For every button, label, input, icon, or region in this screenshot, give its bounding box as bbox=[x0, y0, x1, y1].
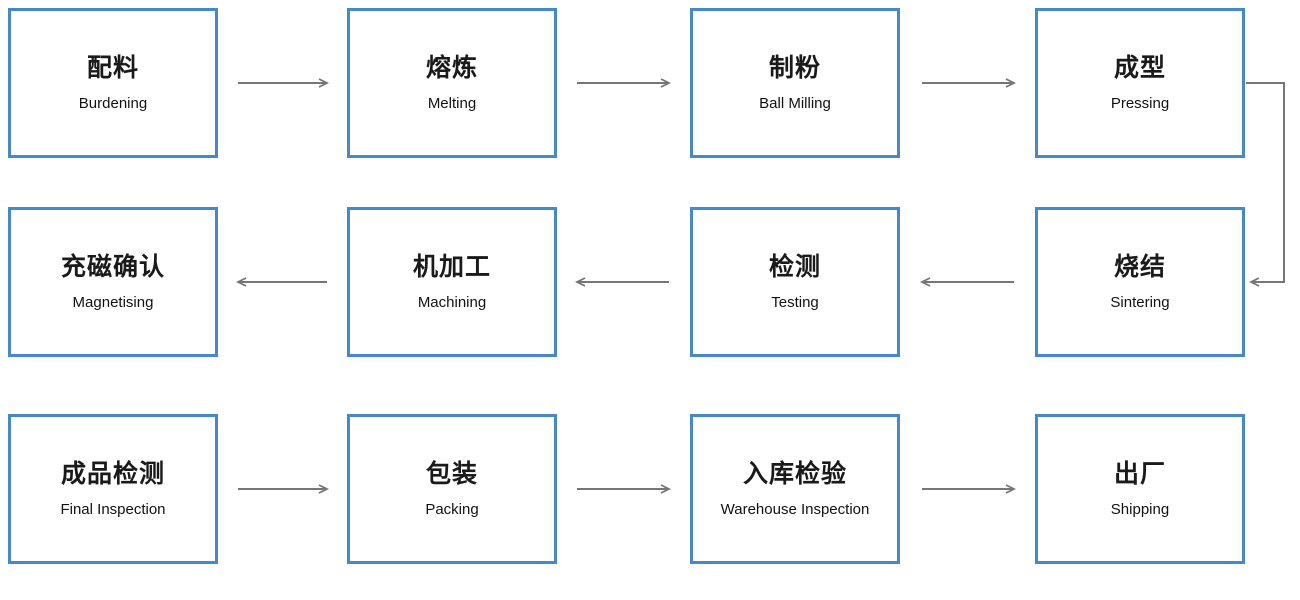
step-subtitle: Shipping bbox=[1110, 500, 1170, 518]
step-box-burdening: 配料 Burdening bbox=[8, 8, 218, 158]
step-box-shipping: 出厂 Shipping bbox=[1035, 414, 1245, 564]
step-subtitle: Sintering bbox=[1110, 293, 1170, 311]
step-title: 机加工 bbox=[412, 252, 491, 281]
step-title: 烧结 bbox=[1113, 252, 1166, 281]
step-box-warehouse-inspection: 入库检验 Warehouse Inspection bbox=[690, 414, 900, 564]
step-subtitle: Testing bbox=[771, 293, 819, 311]
step-box-sintering: 烧结 Sintering bbox=[1035, 207, 1245, 357]
step-title: 包装 bbox=[425, 459, 478, 488]
step-subtitle: Ball Milling bbox=[759, 94, 831, 112]
step-box-final-inspection: 成品检测 Final Inspection bbox=[8, 414, 218, 564]
step-title: 配料 bbox=[86, 53, 139, 82]
step-box-machining: 机加工 Machining bbox=[347, 207, 557, 357]
step-box-ball-milling: 制粉 Ball Milling bbox=[690, 8, 900, 158]
step-title: 检测 bbox=[768, 252, 821, 281]
step-subtitle: Magnetising bbox=[72, 293, 154, 311]
step-title: 充磁确认 bbox=[60, 252, 165, 281]
step-subtitle: Warehouse Inspection bbox=[720, 500, 870, 518]
step-subtitle: Final Inspection bbox=[60, 500, 166, 518]
step-subtitle: Machining bbox=[417, 293, 487, 311]
step-title: 入库检验 bbox=[742, 459, 847, 488]
step-title: 出厂 bbox=[1113, 459, 1166, 488]
step-subtitle: Packing bbox=[425, 500, 479, 518]
arrow-pressing-to-sintering bbox=[1246, 82, 1285, 287]
step-title: 成型 bbox=[1113, 53, 1166, 82]
step-box-melting: 熔炼 Melting bbox=[347, 8, 557, 158]
step-box-testing: 检测 Testing bbox=[690, 207, 900, 357]
step-title: 成品检测 bbox=[60, 459, 165, 488]
step-box-pressing: 成型 Pressing bbox=[1035, 8, 1245, 158]
step-subtitle: Pressing bbox=[1110, 94, 1170, 112]
step-box-packing: 包装 Packing bbox=[347, 414, 557, 564]
step-title: 制粉 bbox=[768, 53, 821, 82]
step-box-magnetising: 充磁确认 Magnetising bbox=[8, 207, 218, 357]
step-subtitle: Melting bbox=[427, 94, 477, 112]
step-title: 熔炼 bbox=[425, 53, 478, 82]
step-subtitle: Burdening bbox=[78, 94, 148, 112]
